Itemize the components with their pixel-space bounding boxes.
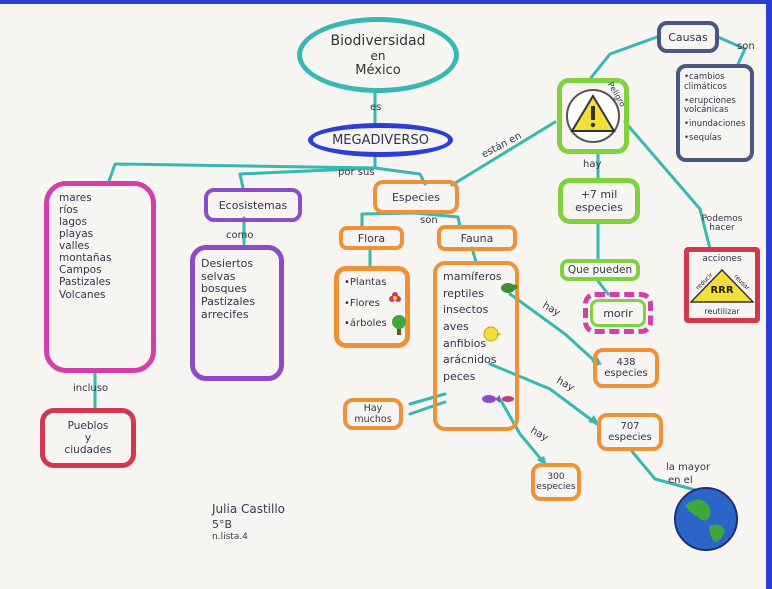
causas-label: Causas xyxy=(668,30,708,44)
fauna-item: mamíferos xyxy=(443,270,502,283)
causas-node: Causas xyxy=(657,21,719,53)
label-podemos-hacer: Podemos hacer xyxy=(701,214,743,233)
warning-icon xyxy=(566,89,620,143)
causa-item: •cambios climáticos xyxy=(684,72,727,92)
ecosistema-item: selvas xyxy=(201,269,236,283)
causa-item: •inundaciones xyxy=(684,119,746,130)
warning-sign-icon: RRR reducir reusar xyxy=(690,268,754,303)
label-por-sus: por sus xyxy=(338,167,375,178)
geografia-item: ríos xyxy=(59,204,79,217)
geografia-node: mares ríos lagos playas valles montañas … xyxy=(44,181,156,373)
flora-label: Flora xyxy=(357,231,386,245)
especies-300-node: 300 especies xyxy=(531,463,581,501)
ecosistema-item: Pastizales xyxy=(201,294,256,308)
flora-item: •árboles xyxy=(344,318,387,329)
title-line1: Biodiversidad xyxy=(330,32,426,49)
especies-707-node: 707 especies xyxy=(597,413,663,451)
especies-438-node: 438 especies xyxy=(593,348,659,388)
title-line2: en xyxy=(370,48,386,63)
tree-icon xyxy=(392,315,406,335)
fauna-node: Fauna xyxy=(437,225,517,251)
ciudades-line: Pueblos xyxy=(67,420,109,432)
causa-item: •sequías xyxy=(684,132,722,143)
geografia-item: montañas xyxy=(59,252,112,265)
fauna-item: reptiles xyxy=(443,286,484,300)
author-block: Julia Castillo 5°B n.lista.4 xyxy=(212,502,285,544)
mil-especies-label: +7 mil especies xyxy=(575,188,623,214)
rrr-label: RRR xyxy=(710,284,734,296)
especies-node: Especies xyxy=(373,180,459,214)
hay-muchos-label: Hay muchos xyxy=(354,403,392,425)
ciudades-line: ciudades xyxy=(64,444,112,456)
ecosistema-item: arrecifes xyxy=(201,307,249,321)
geografia-item: Campos xyxy=(59,264,102,277)
virus-icon: morir xyxy=(590,299,646,327)
ecosistemas-label: Ecosistemas xyxy=(218,198,288,212)
label-incluso: incluso xyxy=(73,383,109,394)
hay-muchos-node: Hay muchos xyxy=(343,398,403,430)
flora-list-node: •Plantas •Flores •árboles xyxy=(334,266,410,348)
ecosistemas-node: Ecosistemas xyxy=(204,188,302,222)
fauna-item: arácnidos xyxy=(443,353,497,367)
fauna-item: aves xyxy=(443,319,469,333)
causa-item: •erupciones volcánicas xyxy=(684,95,736,116)
earth-globe-icon xyxy=(674,487,738,551)
acciones-node: acciones RRR reducir reusar reutilizar xyxy=(684,247,760,323)
ciudades-node: Pueblos y ciudades xyxy=(40,408,136,468)
flora-item: •Flores xyxy=(344,297,380,309)
ecosistema-item: bosques xyxy=(201,282,247,296)
especies-label: Especies xyxy=(391,190,441,204)
especies-707-label: 707 especies xyxy=(608,421,652,443)
peligro-node xyxy=(557,78,629,154)
fauna-item: anfibios xyxy=(443,336,487,350)
ciudades-line: y xyxy=(84,432,92,444)
fauna-label: Fauna xyxy=(460,231,494,245)
label-es: es xyxy=(370,102,382,113)
warning-triangle-shape xyxy=(690,268,754,303)
morir-node: morir xyxy=(583,292,653,334)
que-pueden-node: Que pueden xyxy=(560,259,640,281)
author-list-number: n.lista.4 xyxy=(212,531,248,542)
ecosistemas-list-node: Desiertos selvas bosques Pastizales arre… xyxy=(190,245,284,381)
flower-icon xyxy=(389,292,401,302)
fauna-list-node: mamíferos reptiles insectos aves anfibio… xyxy=(433,261,519,431)
causas-list-node: •cambios climáticos •erupciones volcánic… xyxy=(676,64,754,162)
geografia-item: valles xyxy=(59,240,90,253)
que-pueden-label: Que pueden xyxy=(567,264,633,276)
bird-icon xyxy=(483,326,502,342)
ecosistema-item: Desiertos xyxy=(201,257,254,270)
turtle-icon xyxy=(501,283,518,293)
megadiverso-node: MEGADIVERSO xyxy=(308,123,453,157)
label-hay-1: hay xyxy=(583,159,602,170)
title-node: Biodiversidad en México xyxy=(297,17,459,93)
geografia-item: lagos xyxy=(59,216,87,229)
author-name: Julia Castillo xyxy=(212,502,286,516)
author-group: 5°B xyxy=(212,517,233,531)
megadiverso-label: MEGADIVERSO xyxy=(332,132,429,148)
label-la-mayor: la mayor xyxy=(666,462,711,473)
mil-especies-node: +7 mil especies xyxy=(558,178,640,224)
geografia-item: Volcanes xyxy=(59,288,106,301)
geografia-item: playas xyxy=(59,228,94,241)
fish-icon xyxy=(482,395,514,403)
fauna-item: peces xyxy=(443,369,476,383)
label-como: como xyxy=(226,230,254,241)
flora-node: Flora xyxy=(339,226,404,250)
label-son-2: son xyxy=(737,41,755,52)
morir-label: morir xyxy=(603,306,633,320)
title-line3: México xyxy=(355,62,401,78)
geografia-item: Pastizales xyxy=(59,276,111,289)
label-en-el: en el xyxy=(668,475,693,486)
especies-300-label: 300 especies xyxy=(536,472,576,492)
especies-438-label: 438 especies xyxy=(604,357,648,379)
label-son: son xyxy=(420,215,438,226)
reutilizar-label: reutilizar xyxy=(704,307,740,316)
fauna-item: insectos xyxy=(443,303,489,317)
acciones-label: acciones xyxy=(702,254,742,264)
geografia-item: mares xyxy=(59,192,92,204)
flora-item: •Plantas xyxy=(344,277,387,288)
